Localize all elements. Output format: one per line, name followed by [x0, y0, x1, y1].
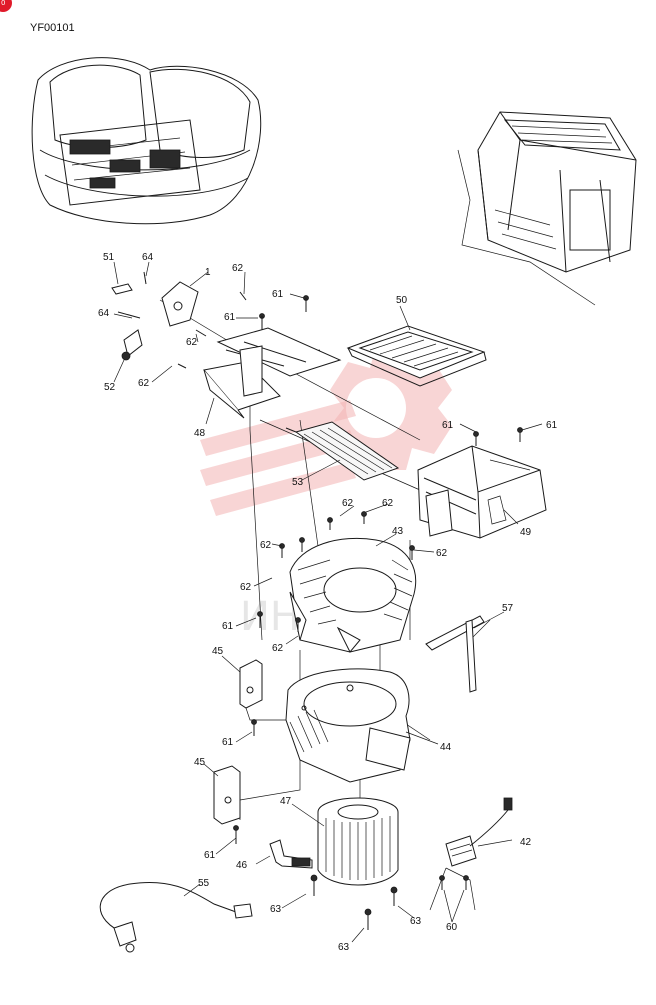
callout-55: 55 [198, 878, 210, 889]
actuator-bracket [111, 271, 247, 369]
motor-connector [269, 839, 313, 869]
callout-62: 62 [436, 548, 448, 559]
callout-46: 46 [236, 860, 248, 871]
callout-42: 42 [520, 837, 532, 848]
callout-61: 61 [442, 420, 454, 431]
callout-61: 61 [272, 289, 284, 300]
callout-64: 64 [142, 252, 154, 263]
callout-63: 63 [410, 916, 422, 927]
callout-45: 45 [194, 757, 206, 768]
callout-44: 44 [440, 742, 452, 753]
blower-resistor [445, 797, 513, 867]
air-duct-housing [417, 445, 547, 539]
mounting-bracket-lower [213, 765, 241, 825]
callout-62: 62 [138, 378, 150, 389]
callout-49: 49 [520, 527, 532, 538]
cab-overview-illustration [31, 57, 262, 225]
filter-frame [346, 325, 487, 387]
temperature-sensor-cable [99, 881, 253, 953]
callout-63: 63 [270, 904, 282, 915]
filter-element [285, 421, 400, 481]
callout-62: 62 [240, 582, 252, 593]
callout-61: 61 [222, 621, 234, 632]
callout-57: 57 [502, 603, 514, 614]
blower-motor [317, 797, 399, 886]
callout-63: 63 [338, 942, 350, 953]
leader-lines [113, 261, 543, 943]
callout-61: 61 [224, 312, 236, 323]
callout-62: 62 [186, 337, 198, 348]
callout-43: 43 [392, 526, 404, 537]
callout-60: 60 [446, 922, 458, 933]
fan-housing-upper [289, 537, 417, 653]
callout-61: 61 [204, 850, 216, 861]
callout-62: 62 [232, 263, 244, 274]
fan-housing-lower [285, 668, 411, 783]
callout-61: 61 [546, 420, 558, 431]
callout-1: 1 [205, 267, 211, 278]
corner-badge: 0 [0, 0, 12, 12]
callout-62: 62 [260, 540, 272, 551]
callout-labels: 1 51 64 64 52 62 62 62 61 61 50 48 53 61… [98, 252, 558, 953]
callout-62: 62 [342, 498, 354, 509]
callout-61: 61 [222, 737, 234, 748]
seal-strip [425, 615, 485, 693]
callout-50: 50 [396, 295, 408, 306]
callout-51: 51 [103, 252, 115, 263]
mounting-bracket-upper [239, 659, 263, 709]
callout-64: 64 [98, 308, 110, 319]
callout-62: 62 [382, 498, 394, 509]
screw-fasteners [233, 295, 523, 930]
callout-52: 52 [104, 382, 116, 393]
callout-48: 48 [194, 428, 206, 439]
diagram-code: YF00101 [30, 22, 75, 34]
callout-45: 45 [212, 646, 224, 657]
callout-53: 53 [292, 477, 304, 488]
intake-duct [203, 327, 342, 419]
callout-62: 62 [272, 643, 284, 654]
callout-47: 47 [280, 796, 292, 807]
heater-unit-overview-illustration [457, 111, 637, 306]
